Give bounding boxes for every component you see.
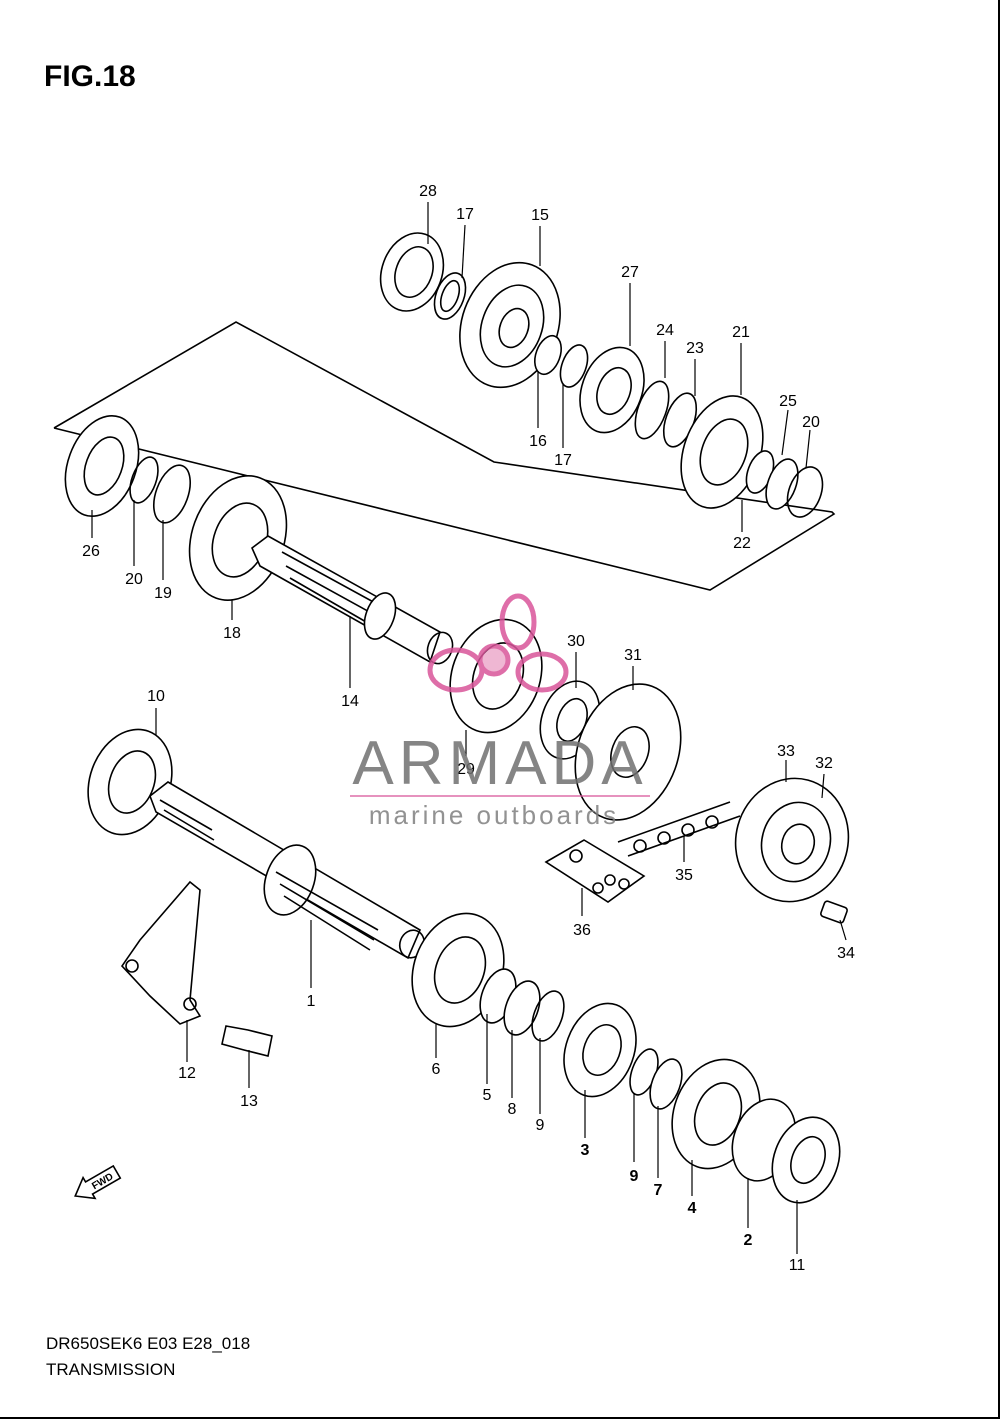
callout-22: 22 [733,535,751,552]
callout-numbers: 28 17 15 27 24 23 21 25 20 16 17 22 26 2… [82,183,855,1274]
leader-lines [91,202,847,1254]
callout-2: 2 [744,1232,753,1249]
part-17-washer-b [559,344,589,388]
callout-10: 10 [147,688,165,705]
callout-16: 16 [529,433,547,450]
part-9-circlip [531,990,565,1042]
callout-11: 11 [789,1257,806,1274]
callout-1: 1 [307,993,316,1010]
model-code: DR650SEK6 E03 E28_018 [46,1334,251,1353]
watermark-logo-icon [427,593,569,693]
watermark-tagline: marine outboards [369,800,619,830]
callout-26: 26 [82,543,100,560]
callout-7: 7 [654,1182,663,1199]
callout-21: 21 [732,324,750,341]
part-19-bushing [152,464,192,524]
callout-17: 17 [456,206,474,223]
fwd-label: FWD [90,1171,115,1192]
callout-17-b: 17 [554,452,572,469]
callout-20-b: 20 [125,571,143,588]
callout-30: 30 [567,633,585,650]
part-34-bolt [820,900,848,924]
callout-12: 12 [178,1065,196,1082]
section-name: TRANSMISSION [46,1360,176,1379]
callout-19: 19 [154,585,172,602]
part-20-circlip [786,466,824,518]
callout-9-b: 9 [630,1168,639,1185]
callout-8: 8 [508,1101,517,1118]
callout-28: 28 [419,183,437,200]
callout-5: 5 [483,1087,492,1104]
part-25-washer [765,458,799,510]
countershaft-group-frame [53,321,836,591]
part-31-sprocket [574,683,682,821]
part-7-washer [649,1058,683,1110]
part-17-washer [433,272,467,320]
part-12-stopper-plate [120,880,202,1025]
part-32-33-hub [734,777,850,903]
part-24-washer [634,380,670,440]
part-28-bearing [379,232,445,312]
armada-watermark: ARMADA marine outboards [350,593,650,830]
callout-20: 20 [802,414,820,431]
part-16-bushing [534,334,562,376]
callout-35: 35 [675,867,693,884]
callout-32: 32 [815,755,833,772]
part-10-bearing [87,728,173,836]
callout-25: 25 [779,393,797,410]
callout-6: 6 [432,1061,441,1078]
callout-24: 24 [656,322,674,339]
callout-34: 34 [837,945,855,962]
part-20-circlip-b [129,456,159,504]
part-36-chain-joint-kit [544,839,646,903]
callout-18: 18 [223,625,241,642]
watermark-brand: ARMADA [352,729,647,798]
callout-14: 14 [341,693,359,710]
callout-15: 15 [531,207,549,224]
callout-36: 36 [573,922,591,939]
callout-13: 13 [240,1093,258,1110]
callout-31: 31 [624,647,642,664]
figure-title: FIG.18 [44,60,136,93]
part-1-mainshaft [149,781,426,960]
part-3-gear [563,1002,637,1098]
part-15-gear [459,261,561,389]
callout-9: 9 [536,1117,545,1134]
callout-3: 3 [581,1142,590,1159]
callout-4: 4 [688,1200,697,1217]
callout-23: 23 [686,340,704,357]
part-13-bolt [221,1025,273,1057]
callout-27: 27 [621,264,639,281]
callout-29: 29 [457,761,475,778]
part-14-countershaft [251,535,454,665]
callout-33: 33 [777,743,795,760]
part-26-gear [64,414,140,518]
part-27-gear [579,346,645,434]
part-11-bearing [771,1116,841,1204]
fwd-arrow-icon: FWD [74,1164,122,1200]
